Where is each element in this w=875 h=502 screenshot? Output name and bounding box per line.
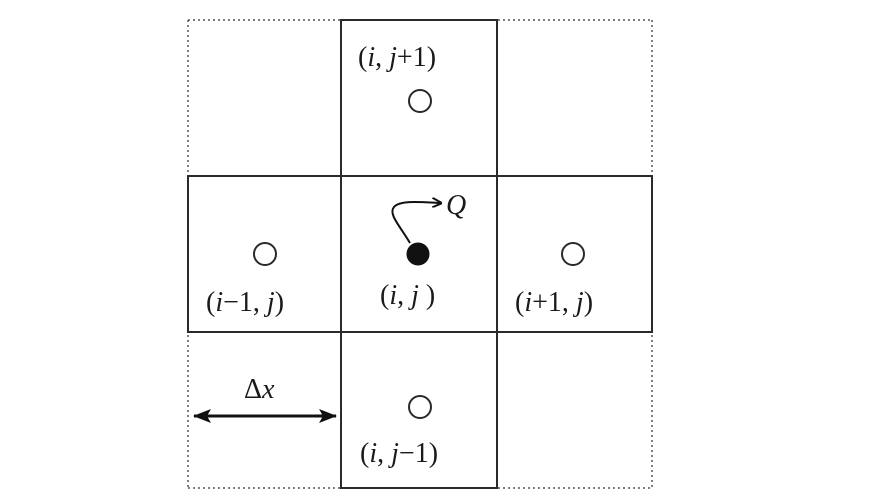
cell-bottom — [340, 331, 498, 489]
node-left — [253, 242, 277, 266]
flow-label: Q — [446, 190, 466, 221]
node-top — [408, 89, 432, 113]
spacing-label: Δx — [244, 374, 275, 405]
label-center: (i, j ) — [380, 280, 435, 311]
cell-right — [496, 175, 653, 333]
node-center — [406, 242, 430, 266]
node-right — [561, 242, 585, 266]
stencil-cells — [187, 19, 653, 489]
label-left: (i−1, j) — [206, 287, 284, 318]
flow-arrow — [391, 202, 440, 244]
label-right: (i+1, j) — [515, 287, 593, 318]
label-top: (i, j+1) — [358, 42, 436, 73]
label-bottom: (i, j−1) — [360, 438, 438, 469]
node-bottom — [408, 395, 432, 419]
